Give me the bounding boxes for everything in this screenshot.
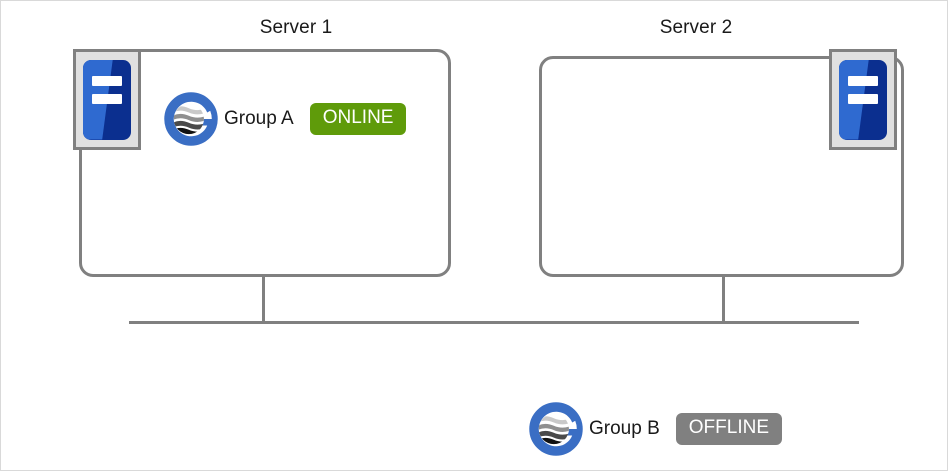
group-b-label: Group B xyxy=(589,418,660,439)
server-2-tower-icon[interactable] xyxy=(829,49,897,150)
server-tower-icon-bar-bottom xyxy=(848,93,878,104)
group-globe-logo-icon xyxy=(164,92,218,146)
group-b-status-badge[interactable]: OFFLINE xyxy=(675,413,782,445)
group-a-label: Group A xyxy=(224,108,294,129)
server-tower-icon-bar-top xyxy=(92,75,122,86)
server-tower-icon-bar-top xyxy=(848,75,878,86)
server-1-tower-icon[interactable] xyxy=(73,49,141,150)
group-a-status-badge[interactable]: ONLINE xyxy=(309,103,407,135)
floating-group-row-b[interactable]: Group B OFFLINE xyxy=(529,402,782,456)
server-1-title: Server 1 xyxy=(259,17,333,38)
server-2-title: Server 2 xyxy=(659,17,733,38)
server-tower-icon-body xyxy=(83,59,131,140)
group-globe-logo-icon xyxy=(529,402,583,456)
server-tower-icon-bar-bottom xyxy=(92,93,122,104)
server-1-network-drop-line xyxy=(262,277,265,324)
server-tower-icon-body xyxy=(839,59,887,140)
network-bus-line xyxy=(129,321,859,324)
server-1-group-row-a[interactable]: Group A ONLINE xyxy=(164,92,407,146)
server-2-network-drop-line xyxy=(722,277,725,324)
server-1-box[interactable] xyxy=(79,49,451,277)
